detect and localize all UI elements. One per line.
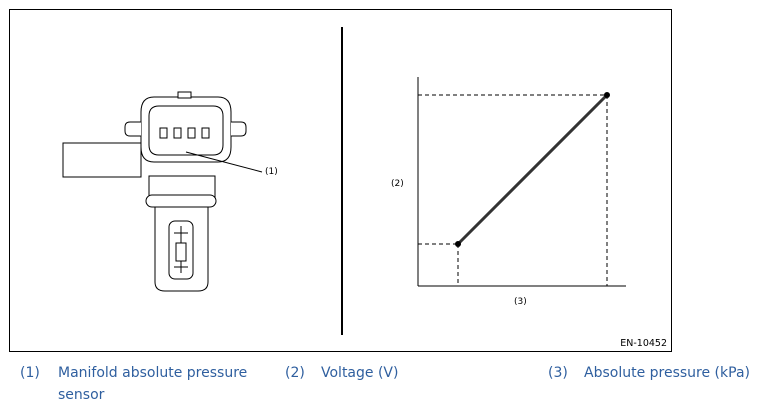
figure-id: EN-10452 — [620, 338, 667, 349]
voltage-pressure-graph: (2) (3) — [391, 77, 626, 307]
connector-ear-left — [124, 121, 141, 137]
legend-text-line: sensor — [58, 387, 105, 403]
connector-face — [148, 105, 224, 156]
callout-label-1: (1) — [265, 167, 278, 177]
o-ring — [145, 194, 217, 208]
connector-ear-right — [231, 121, 247, 137]
legend-number: (2) — [285, 365, 305, 381]
figure-illustration: (1) (2) (3) — [62, 27, 626, 335]
characteristic-line — [456, 93, 609, 246]
x-axis-label: (3) — [514, 297, 527, 307]
legend-text: Voltage (V) — [321, 365, 399, 381]
high-end-point — [604, 92, 610, 98]
legend: (1) Manifold absolute pressure sensor (2… — [0, 362, 759, 410]
terminal-4 — [201, 127, 210, 139]
terminal-3 — [187, 127, 196, 139]
element-body — [175, 242, 187, 262]
legend-number: (1) — [20, 365, 40, 381]
legend-text: Absolute pressure (kPa) — [584, 365, 750, 381]
y-axis-label: (2) — [391, 179, 404, 189]
terminal-2 — [173, 127, 182, 139]
mounting-flange — [62, 142, 142, 178]
map-sensor-drawing — [62, 91, 247, 292]
figure-frame: (1) (2) (3) EN-10452 — [9, 9, 672, 352]
terminal-1 — [159, 127, 168, 139]
legend-text: Manifold absolute pressure sensor — [58, 362, 258, 406]
legend-text-line: Manifold absolute pressure — [58, 365, 248, 381]
low-end-point — [455, 241, 461, 247]
legend-number: (3) — [548, 365, 568, 381]
callout-line-1 — [185, 151, 263, 173]
connector-latch — [177, 91, 192, 99]
